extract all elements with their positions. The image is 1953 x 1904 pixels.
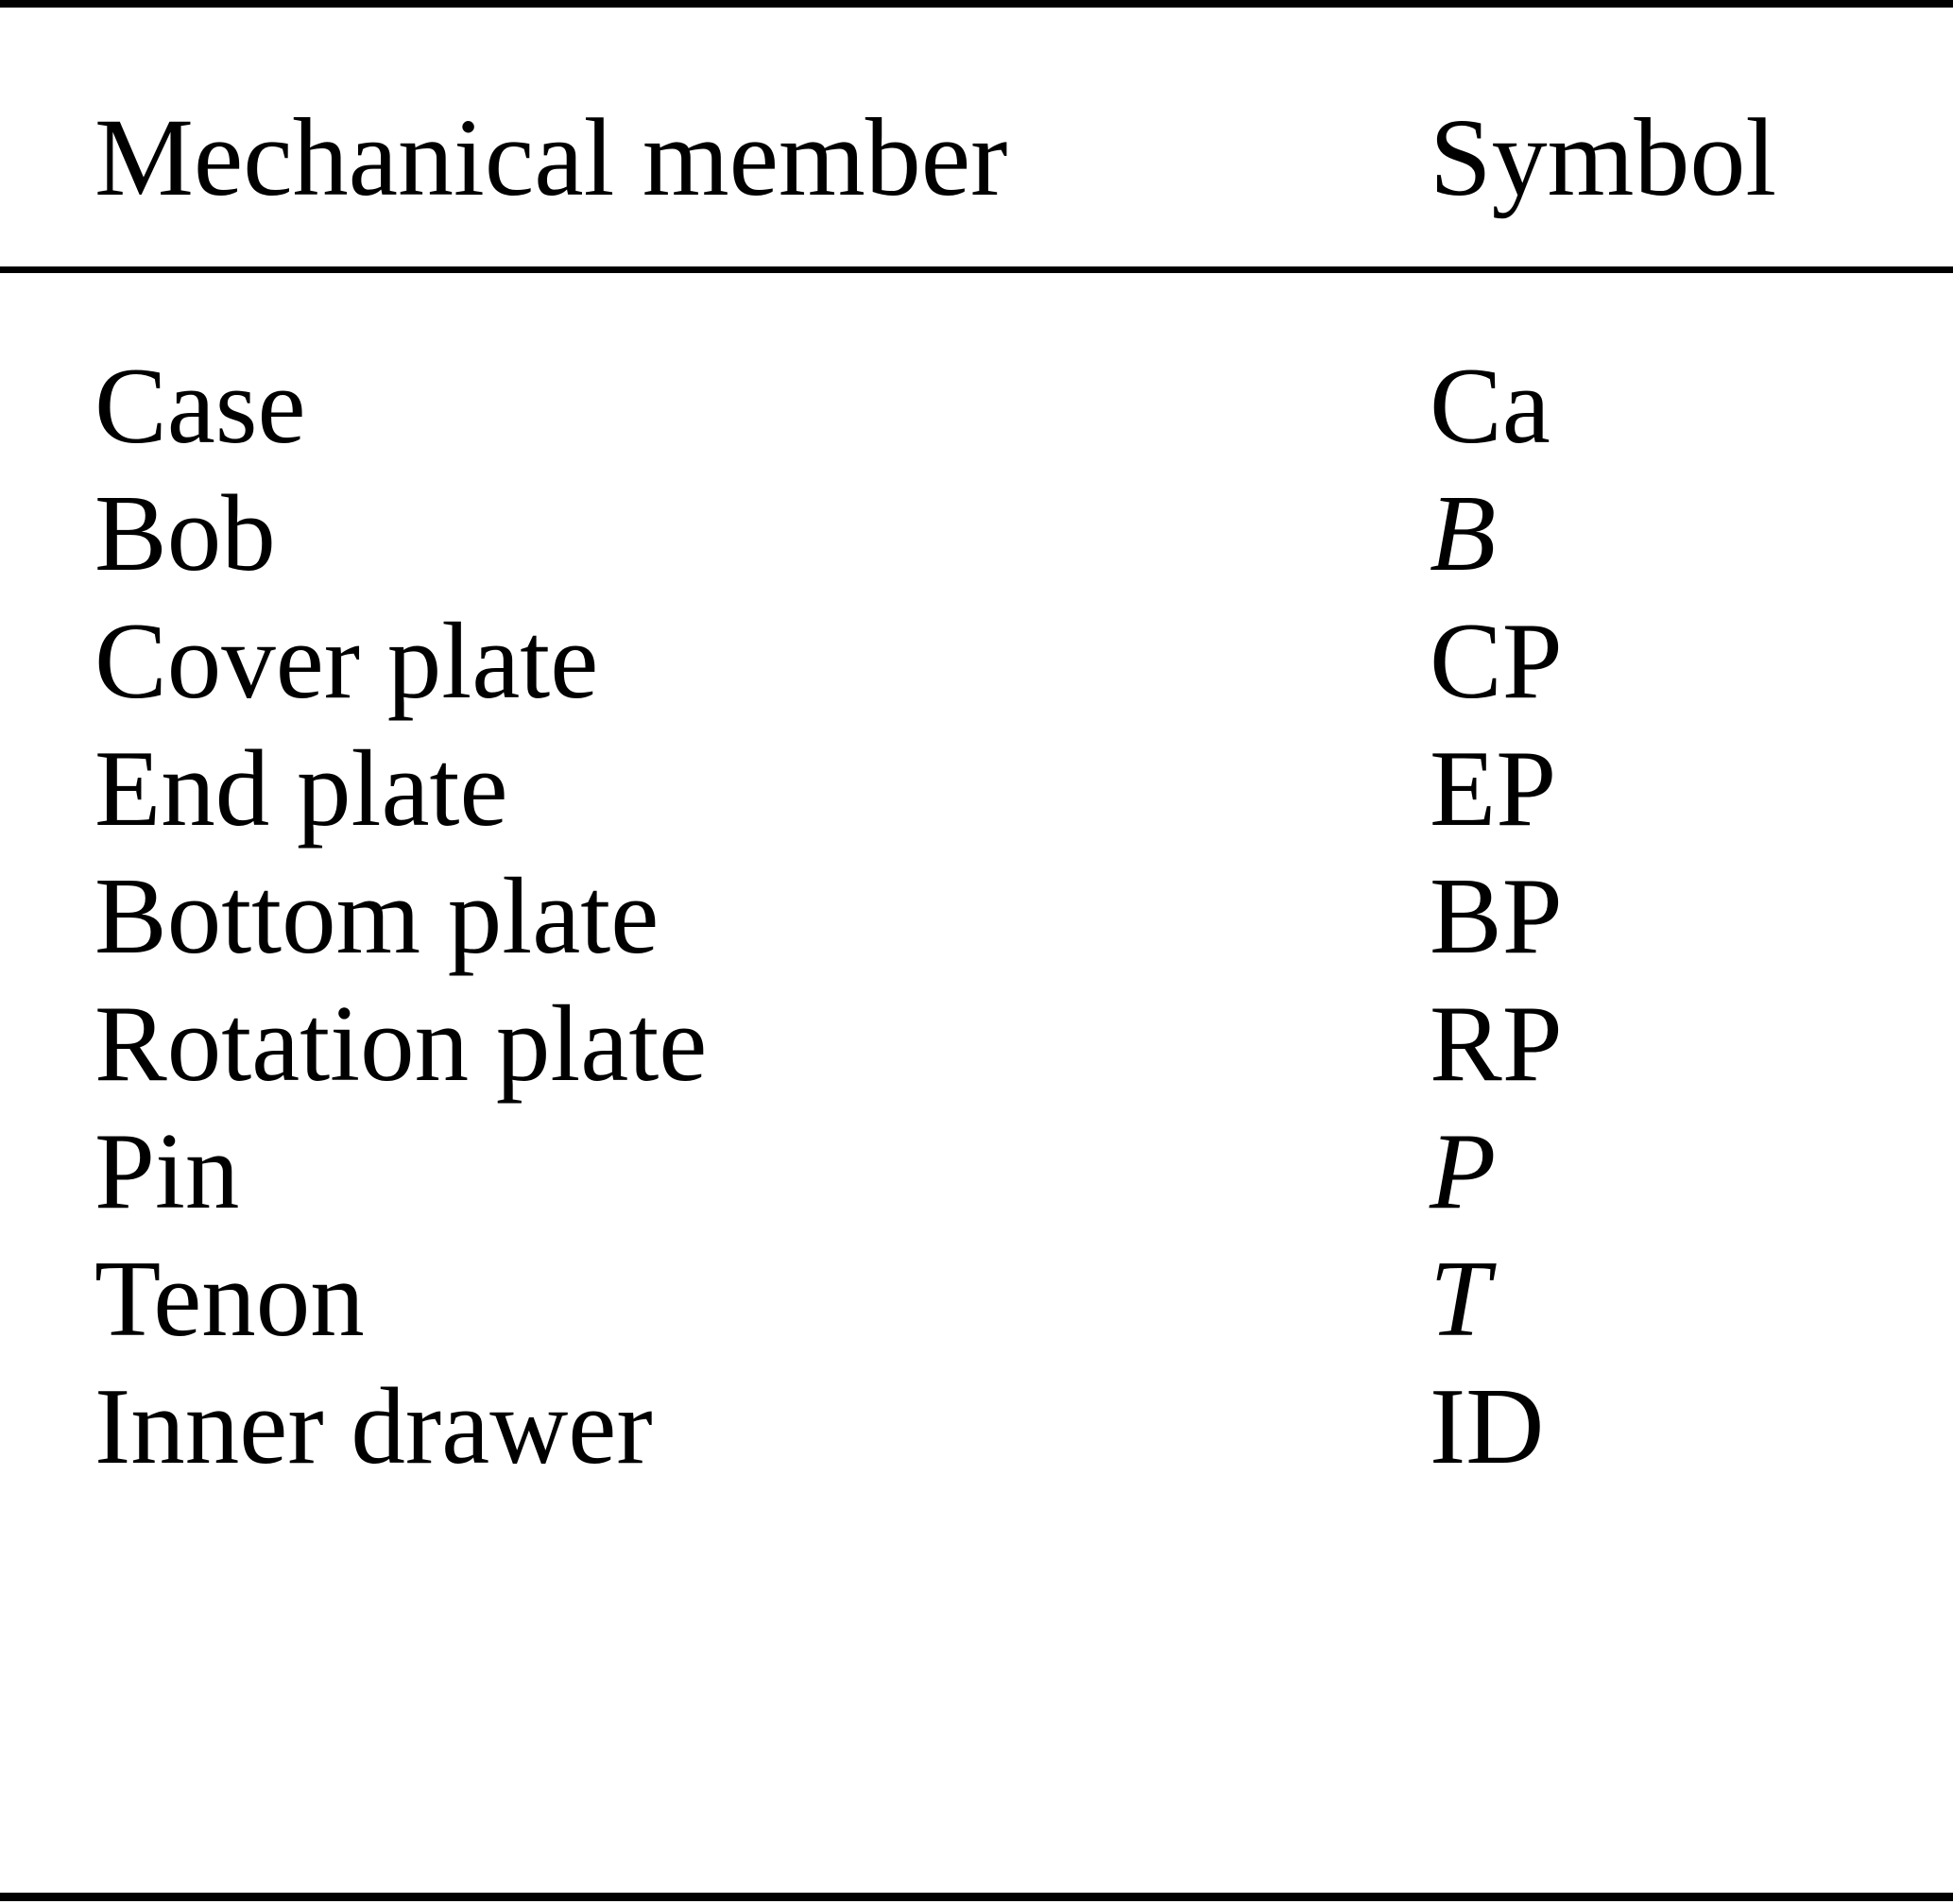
cell-symbol: EP xyxy=(1430,734,1953,862)
cell-symbol: CP xyxy=(1430,607,1953,734)
cell-mechanical-member: Cover plate xyxy=(94,601,599,721)
symbol-text: ID xyxy=(1430,1366,1545,1486)
cell-mechanical-member: Case xyxy=(94,346,306,466)
symbol-text: BP xyxy=(1430,856,1563,976)
table-row: Case Ca xyxy=(0,266,1953,479)
table-header-rule xyxy=(0,266,1953,273)
symbol-text: Ca xyxy=(1430,346,1550,466)
column-header-symbol-text: Symbol xyxy=(1430,95,1777,219)
cell-symbol: B xyxy=(1430,479,1953,607)
symbol-text: CP xyxy=(1430,601,1563,721)
table-top-rule xyxy=(0,0,1953,8)
cell-mechanical-member: Tenon xyxy=(94,1239,365,1359)
cell-symbol: BP xyxy=(1430,862,1953,989)
cell-symbol: Ca xyxy=(1430,266,1953,479)
cell-symbol: RP xyxy=(1430,989,1953,1117)
cell-mechanical-member: Inner drawer xyxy=(94,1366,653,1486)
cell-mechanical-member: End plate xyxy=(94,729,508,849)
column-header-mechanical-member: Mechanical member xyxy=(94,95,1008,219)
cell-mechanical-member: Rotation plate xyxy=(94,984,708,1104)
symbol-text: EP xyxy=(1430,729,1557,849)
cell-symbol: P xyxy=(1430,1117,1953,1244)
cell-mechanical-member: Pin xyxy=(94,1111,240,1231)
table-header: Mechanical member Symbol xyxy=(0,0,1953,266)
symbol-text: RP xyxy=(1430,984,1563,1104)
symbol-text: B xyxy=(1430,473,1497,593)
table-header-row: Mechanical member Symbol xyxy=(0,0,1953,266)
cell-mechanical-member: Bottom plate xyxy=(94,856,660,976)
column-header-symbol: Symbol xyxy=(1430,0,1953,266)
symbol-text: P xyxy=(1430,1111,1497,1231)
cell-mechanical-member: Bob xyxy=(94,473,276,593)
cell-symbol: T xyxy=(1430,1244,1953,1372)
symbol-text: T xyxy=(1430,1239,1490,1359)
table-bottom-rule xyxy=(0,1893,1953,1901)
cell-symbol: ID xyxy=(1430,1372,1953,1500)
